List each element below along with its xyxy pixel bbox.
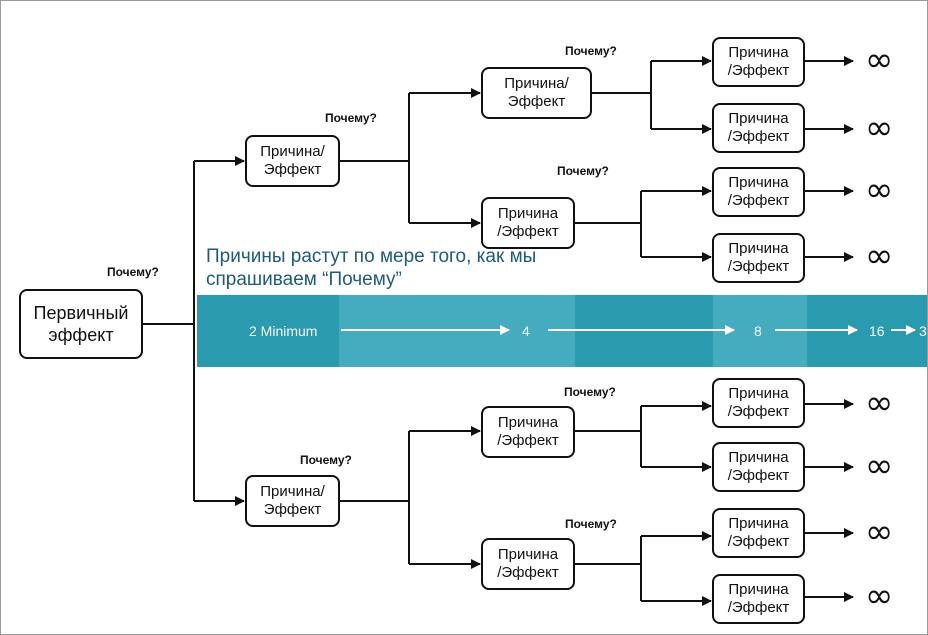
infinity-symbol: ∞ [865, 576, 894, 616]
cause-effect-node: Причина /Эффект [712, 574, 805, 624]
infinity-symbol: ∞ [865, 236, 894, 276]
cause-effect-node: Причина /Эффект [712, 103, 805, 153]
node-label: Причина /Эффект [497, 546, 559, 581]
growth-band [197, 295, 927, 367]
cause-effect-node: Причина /Эффект [712, 508, 805, 558]
growth-value: 8 [754, 323, 762, 339]
node-label: Причина /Эффект [727, 44, 790, 79]
cause-effect-node: Причина /Эффект [712, 378, 805, 428]
why-label: Почему? [557, 164, 609, 178]
node-label: Причина /Эффект [727, 110, 790, 145]
node-label: Причина/ Эффект [260, 483, 325, 518]
why-label: Почему? [300, 453, 352, 467]
infinity-symbol: ∞ [865, 446, 894, 486]
why-label: Почему? [107, 265, 159, 279]
root-effect-node: Первичный эффект [19, 289, 143, 359]
cause-effect-node: Причина/ Эффект [245, 475, 340, 527]
node-label: Причина /Эффект [727, 581, 790, 616]
node-label: Причина /Эффект [727, 515, 790, 550]
growth-value: 16 [869, 323, 885, 339]
growth-value: 3 [919, 323, 927, 339]
why-label: Почему? [564, 385, 616, 399]
growth-caption: Причины растут по мере того, как мы спра… [206, 246, 537, 290]
cause-effect-node: Причина /Эффект [712, 37, 805, 87]
infinity-symbol: ∞ [865, 512, 894, 552]
cause-effect-node: Причина /Эффект [712, 167, 805, 217]
cause-effect-node: Причина/ Эффект [481, 67, 592, 119]
node-label: Причина /Эффект [727, 385, 790, 420]
node-label: Причина/ Эффект [504, 75, 569, 110]
why-label: Почему? [325, 111, 377, 125]
why-label: Почему? [565, 44, 617, 58]
cause-effect-node: Причина /Эффект [712, 442, 805, 492]
node-label: Причина /Эффект [727, 174, 790, 209]
growth-arrows [341, 325, 916, 335]
growth-value: 4 [522, 323, 530, 339]
growth-value: 2 Minimum [249, 323, 318, 339]
node-label: Причина /Эффект [497, 414, 559, 449]
cause-effect-node: Причина /Эффект [481, 538, 575, 590]
why-label: Почему? [565, 517, 617, 531]
root-effect-label: Первичный эффект [33, 303, 129, 345]
node-label: Причина /Эффект [497, 205, 559, 240]
infinity-symbol: ∞ [865, 383, 894, 423]
node-label: Причина /Эффект [727, 449, 790, 484]
node-label: Причина /Эффект [727, 240, 790, 275]
infinity-symbol: ∞ [865, 170, 894, 210]
node-label: Причина/ Эффект [260, 143, 325, 178]
cause-effect-node: Причина /Эффект [481, 197, 575, 249]
infinity-symbol: ∞ [865, 40, 894, 80]
cause-effect-node: Причина /Эффект [712, 233, 805, 283]
cause-effect-node: Причина/ Эффект [245, 135, 340, 187]
infinity-symbol: ∞ [865, 108, 894, 148]
cause-effect-node: Причина /Эффект [481, 406, 575, 458]
